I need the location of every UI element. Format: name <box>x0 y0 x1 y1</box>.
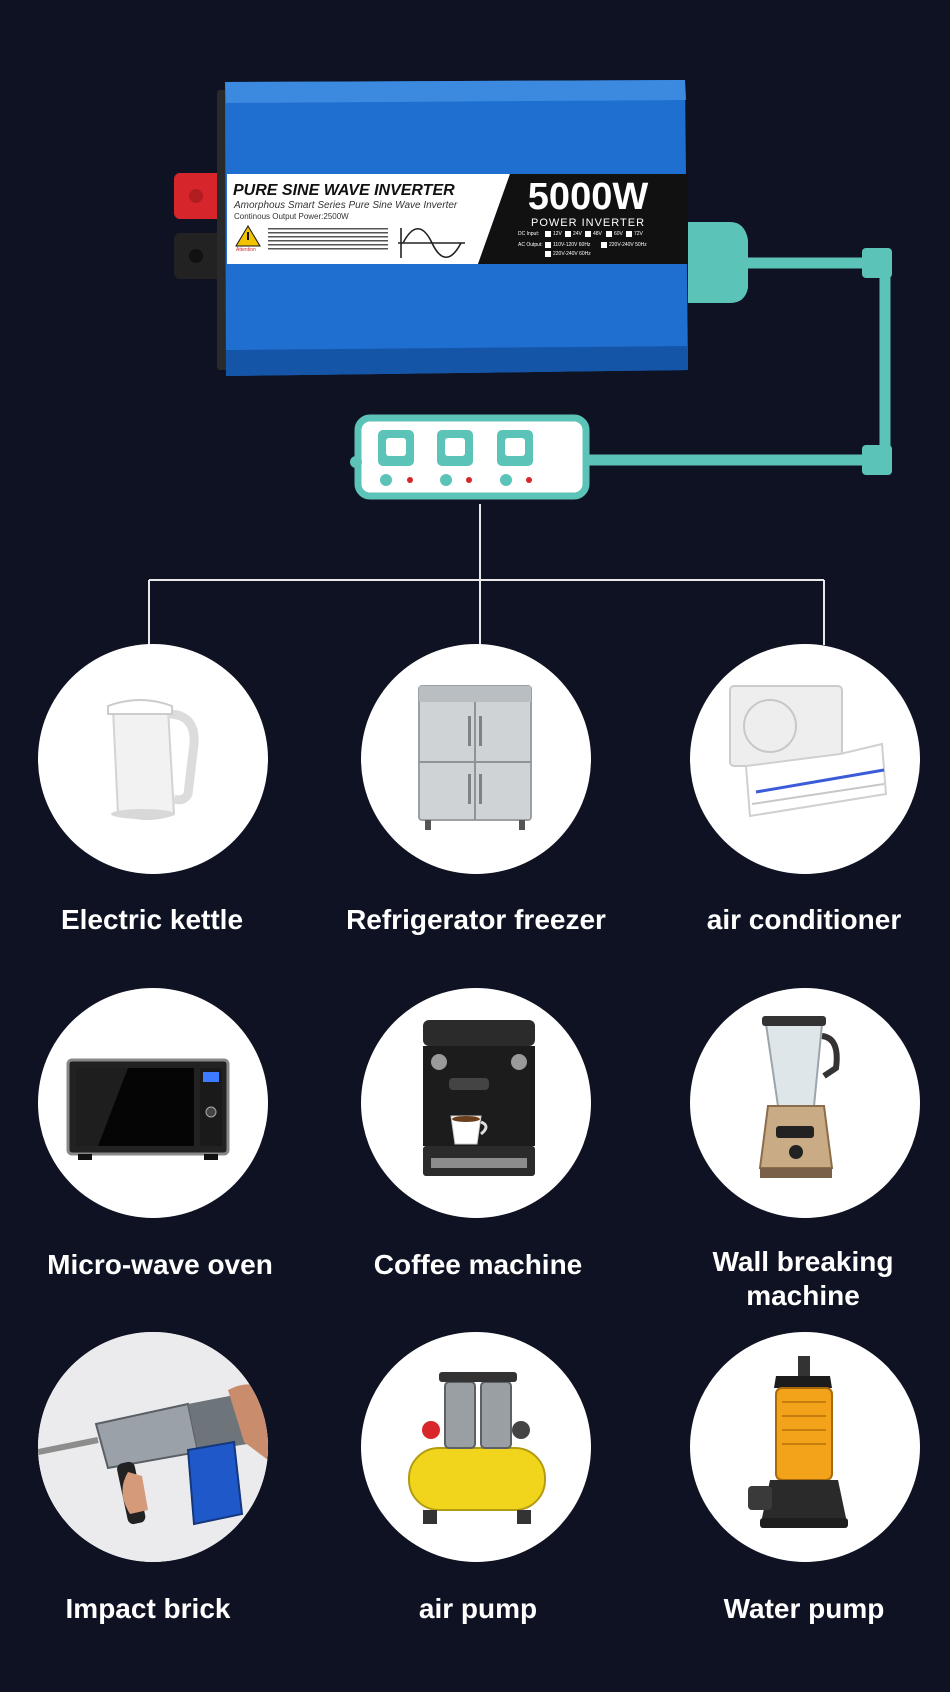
inverter-continuous-power: Continous Output Power:2500W <box>234 212 349 221</box>
microwave-icon <box>66 1058 230 1160</box>
appliance-card <box>690 1332 920 1562</box>
appliance-label: Water pump <box>723 1593 885 1624</box>
appliance-label: Refrigerator freezer <box>346 904 606 935</box>
power-strip-icon <box>350 414 590 500</box>
appliance-card <box>38 644 268 874</box>
power-inverter-label: POWER INVERTER <box>530 217 646 229</box>
appliance-label: Wall breaking machine <box>712 1246 894 1311</box>
appliance-label: air pump <box>418 1593 538 1624</box>
power-cable <box>580 257 891 466</box>
connector-lines <box>148 504 825 645</box>
air-compressor-icon <box>408 1372 546 1524</box>
air-conditioner-icon <box>729 685 888 818</box>
appliance-card <box>361 644 591 874</box>
refrigerator-icon <box>418 685 532 830</box>
appliance-card <box>38 988 268 1218</box>
dc-option: 72V <box>634 231 643 237</box>
inverter-subtitle: Amorphous Smart Series Pure Sine Wave In… <box>234 200 458 211</box>
blender-icon <box>758 1016 840 1178</box>
ac-option: 220V-240V 50Hz <box>609 242 647 248</box>
socket-icon <box>437 430 473 486</box>
ac-option: 110V-120V 60Hz <box>553 242 591 248</box>
socket-icon <box>378 430 414 486</box>
plug-icon <box>688 222 748 303</box>
appliance-label: air conditioner <box>706 904 902 935</box>
water-pump-icon <box>748 1356 848 1528</box>
appliance-card <box>361 1332 591 1562</box>
inverter-diagram <box>174 80 892 500</box>
appliance-label: Micro-wave oven <box>47 1249 273 1280</box>
appliance-label: Electric kettle <box>60 904 244 935</box>
sine-wave-icon <box>398 227 465 259</box>
appliance-label: Coffee machine <box>373 1249 583 1280</box>
inverter-wattage: 5000W <box>527 176 649 218</box>
appliance-card <box>690 644 920 874</box>
warning-icon <box>235 225 261 247</box>
impact-drill-icon <box>38 1332 268 1562</box>
dc-option: 24V <box>573 231 582 237</box>
socket-icon <box>497 430 533 486</box>
dc-option: 12V <box>553 231 562 237</box>
appliance-card <box>361 988 591 1218</box>
dc-option: 60V <box>614 231 623 237</box>
appliance-label: Impact brick <box>65 1593 231 1624</box>
appliance-card <box>38 1332 268 1562</box>
kettle-icon <box>107 699 199 820</box>
ac-option: 220V-240V 60Hz <box>553 251 591 257</box>
appliance-card <box>690 988 920 1218</box>
dc-input-label: DC Input: <box>518 231 540 237</box>
inverter-title: PURE SINE WAVE INVERTER <box>233 182 455 199</box>
ac-output-label: AC Output: <box>518 242 543 248</box>
dc-option: 48V <box>593 231 602 237</box>
coffee-machine-icon <box>423 1020 535 1176</box>
attention-label: Attention <box>236 247 256 253</box>
